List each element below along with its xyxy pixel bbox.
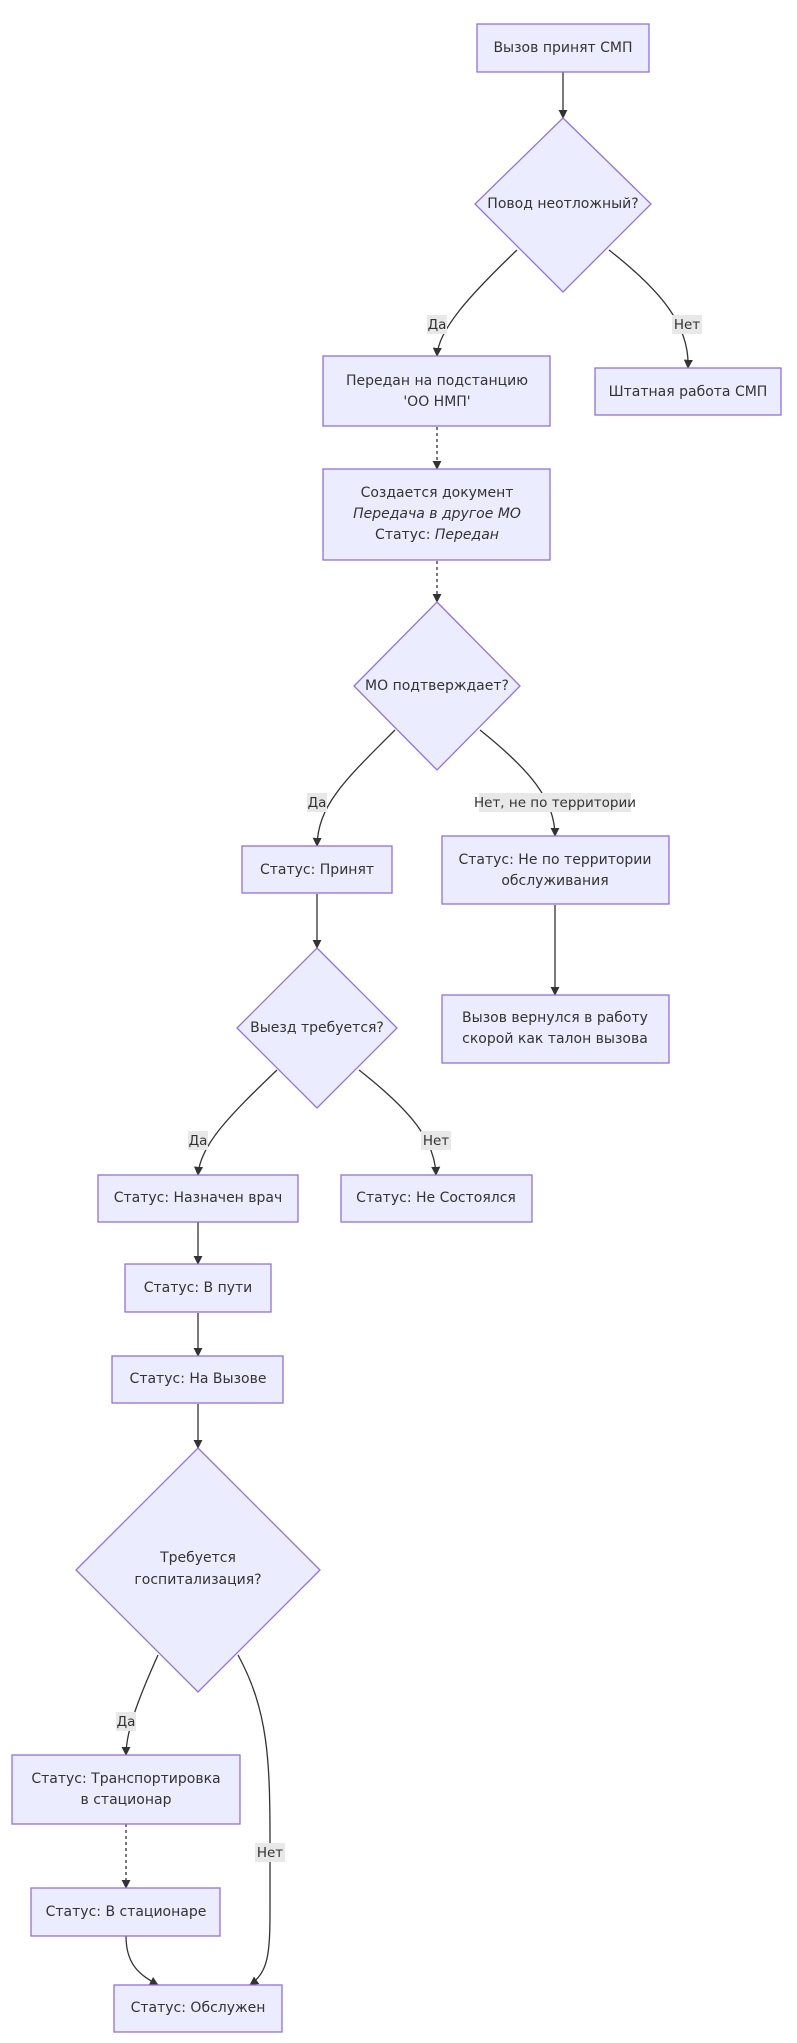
edge-label-urgent-yes-text: Да: [428, 317, 447, 333]
node-status-transport-line1: Статус: Транспортировка: [31, 1771, 220, 1787]
node-returned-line2: скорой как талон вызова: [462, 1031, 648, 1047]
edge-urgent-no: [608, 249, 693, 369]
node-status-not-held-label: Статус: Не Состоялся: [356, 1190, 516, 1206]
node-status-on-way-label: Статус: В пути: [144, 1280, 253, 1296]
node-status-accepted-label: Статус: Принят: [260, 862, 374, 878]
node-status-transport: Статус: Транспортировка в стационар: [11, 1754, 241, 1825]
decision-hospitalization-line2: госпитализация?: [134, 1572, 261, 1588]
edge-trip-no: [358, 1069, 441, 1176]
node-status-transport-line2: в стационар: [81, 1792, 172, 1808]
edge-urgent-yes: [432, 249, 518, 357]
edge-label-urgent-no: Нет: [672, 315, 702, 334]
decision-trip-required-label: Выезд требуется?: [250, 1020, 384, 1036]
decision-mo-confirms-label: МО подтверждает?: [365, 678, 509, 694]
node-doc-created-line3: Статус: Передан: [375, 527, 499, 543]
edge-label-trip-yes-text: Да: [189, 1133, 208, 1149]
node-returned-line1: Вызов вернулся в работу: [462, 1010, 648, 1026]
node-returned: Вызов вернулся в работу скорой как талон…: [441, 994, 670, 1064]
edge-label-hosp-yes: Да: [116, 1712, 136, 1731]
node-status-on-call: Статус: На Вызове: [111, 1355, 284, 1404]
decision-trip-required: Выезд требуется?: [236, 947, 398, 1109]
decision-urgent: Повод неотложный?: [474, 117, 652, 293]
edge-trip-yes: [194, 1069, 278, 1176]
node-status-not-held: Статус: Не Состоялся: [340, 1174, 533, 1223]
node-status-served-label: Статус: Обслужен: [131, 2000, 266, 2016]
edge-hosp-yes: [121, 1654, 159, 1756]
edge-label-trip-yes: Да: [188, 1131, 208, 1150]
edge-hosp-no: [237, 1654, 271, 1986]
node-status-doctor: Статус: Назначен врач: [97, 1174, 299, 1223]
edge-hospital-to-served: [125, 1935, 159, 1986]
edge-label-trip-no-text: Нет: [423, 1133, 449, 1149]
node-status-on-call-label: Статус: На Вызове: [130, 1371, 267, 1387]
edge-label-hosp-yes-text: Да: [117, 1714, 136, 1730]
node-doc-created-line2: Передача в другое МО: [353, 506, 521, 522]
edge-label-mo-yes-text: Да: [308, 795, 327, 811]
node-regular-work: Штатная работа СМП: [594, 367, 782, 416]
edge-mo-yes: [312, 729, 396, 847]
node-transferred-line2: 'ОО НМП': [403, 394, 470, 410]
edge-label-urgent-no-text: Нет: [674, 317, 700, 333]
node-regular-work-label: Штатная работа СМП: [609, 384, 768, 400]
decision-hospitalization-line1: Требуется: [159, 1550, 236, 1566]
decision-mo-confirms: МО подтверждает?: [353, 601, 521, 771]
node-status-not-territory-line1: Статус: Не по территории: [458, 852, 651, 868]
node-status-not-territory: Статус: Не по территории обслуживания: [441, 835, 670, 905]
node-call-accepted: Вызов принят СМП: [476, 23, 650, 73]
status-prefix: Статус:: [375, 527, 435, 543]
edge-label-urgent-yes: Да: [427, 315, 447, 334]
node-status-in-hospital: Статус: В стационаре: [30, 1887, 221, 1937]
edges: [121, 72, 693, 1986]
decision-hospitalization: Требуется госпитализация?: [75, 1447, 321, 1693]
node-doc-created: Создается документ Передача в другое МО …: [322, 468, 551, 561]
edge-label-mo-no: Нет, не по территории: [474, 793, 636, 812]
node-status-doctor-label: Статус: Назначен врач: [114, 1190, 283, 1206]
node-transferred: Передан на подстанцию 'ОО НМП': [322, 355, 551, 427]
status-value: Передан: [435, 527, 499, 543]
edge-label-mo-yes: Да: [307, 793, 327, 812]
node-status-on-way: Статус: В пути: [124, 1263, 272, 1313]
node-doc-created-line1: Создается документ: [361, 485, 514, 501]
node-transferred-line1: Передан на подстанцию: [346, 373, 528, 389]
edge-label-hosp-no: Нет: [255, 1843, 285, 1862]
node-status-not-territory-line2: обслуживания: [501, 873, 608, 889]
edge-mo-no: [479, 729, 560, 837]
edge-label-mo-no-text: Нет, не по территории: [474, 795, 636, 811]
decision-urgent-label: Повод неотложный?: [487, 196, 638, 212]
edge-label-trip-no: Нет: [421, 1131, 451, 1150]
edge-label-hosp-no-text: Нет: [257, 1845, 283, 1861]
node-status-accepted: Статус: Принят: [241, 845, 393, 894]
node-call-accepted-label: Вызов принят СМП: [493, 40, 632, 56]
node-status-served: Статус: Обслужен: [113, 1984, 283, 2033]
node-status-in-hospital-label: Статус: В стационаре: [46, 1904, 207, 1920]
